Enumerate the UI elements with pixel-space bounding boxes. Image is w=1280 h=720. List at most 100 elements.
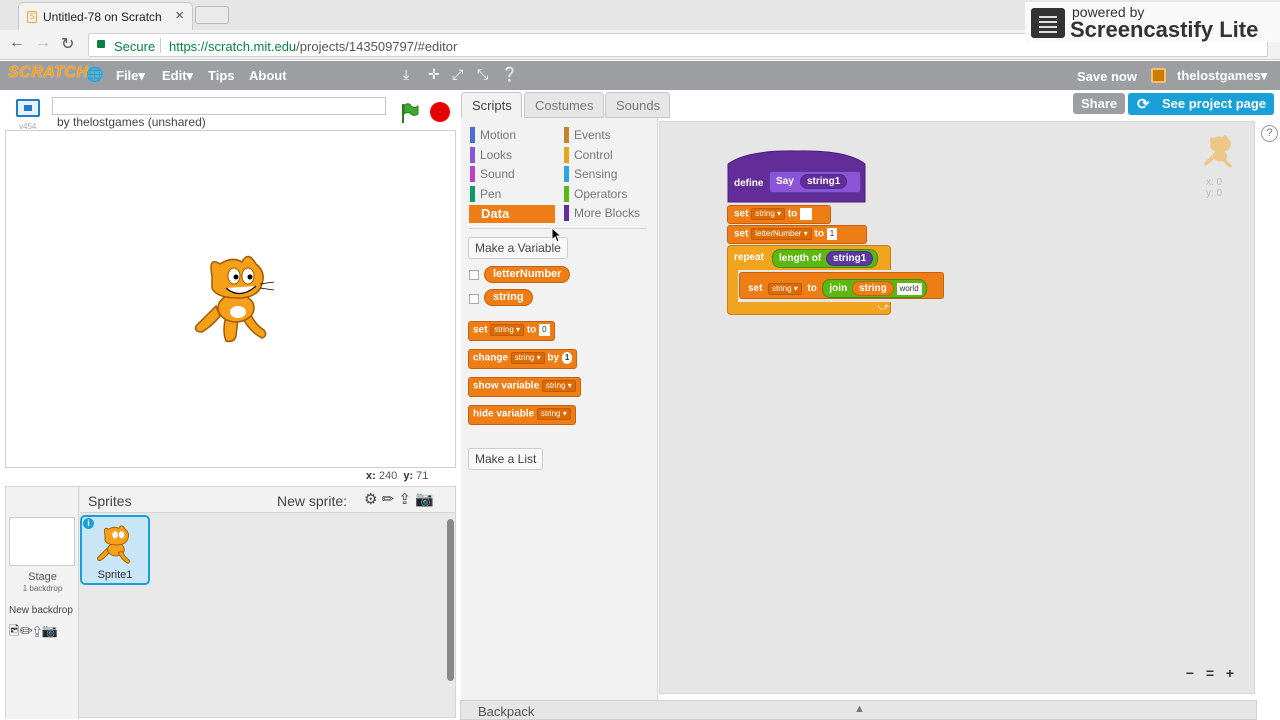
join-text-input[interactable]: world — [896, 282, 922, 295]
color-bar — [564, 147, 569, 163]
help-icon[interactable]: ❔ — [501, 66, 519, 82]
block-keyword: set — [473, 324, 488, 336]
variable-dropdown[interactable]: string — [490, 324, 525, 336]
browser-tab[interactable]: S Untitled-78 on Scratch × — [18, 2, 193, 30]
user-menu[interactable]: thelostgames▾ — [1177, 68, 1268, 83]
url-text[interactable]: https://scratch.mit.edu/projects/1435097… — [169, 39, 457, 54]
see-project-page-button[interactable]: ⟳See project page — [1128, 93, 1274, 115]
sprite-library-icon[interactable]: ⚙ — [364, 491, 378, 508]
variable-reporter-letternumber[interactable]: letterNumber — [484, 266, 571, 283]
fullscreen-icon[interactable] — [16, 99, 40, 117]
variable-dropdown[interactable]: string — [768, 282, 802, 295]
category-motion[interactable]: Motion — [470, 127, 556, 143]
scratch-logo[interactable]: SCRATCH — [8, 64, 89, 81]
zoom-out-icon[interactable]: − — [1185, 665, 1195, 681]
mouse-coordinates: x: 240 y: 71 — [366, 470, 428, 482]
category-sensing[interactable]: Sensing — [564, 166, 650, 182]
tab-sounds[interactable]: Sounds — [605, 92, 670, 118]
category-data[interactable]: Data — [469, 205, 555, 223]
variable-checkbox[interactable] — [469, 294, 479, 304]
value-input[interactable]: 0 — [539, 324, 550, 336]
delete-icon[interactable]: ✛ — [428, 66, 440, 82]
upload-icon[interactable]: ⇪ — [32, 623, 42, 638]
param-string1[interactable]: string1 — [800, 174, 848, 189]
camera-icon[interactable]: 📷 — [41, 623, 58, 638]
shrink-icon[interactable]: ⤡ — [477, 66, 489, 82]
back-arrow-icon[interactable]: ← — [9, 34, 25, 51]
tab-close-icon[interactable]: × — [175, 7, 184, 24]
set-variable-block[interactable]: set string to 0 — [468, 321, 555, 341]
zoom-in-icon[interactable]: + — [1225, 665, 1235, 681]
change-variable-block[interactable]: change string by 1 — [468, 349, 578, 369]
share-button[interactable]: Share — [1073, 93, 1126, 114]
sprite-pane: Stage 1 backdrop New backdrop 🖻✏⇪📷 Sprit… — [5, 486, 456, 719]
camera-icon[interactable]: 📷 — [415, 491, 434, 508]
paint-icon[interactable]: ✏ — [19, 623, 33, 638]
variable-dropdown[interactable]: string — [510, 352, 545, 364]
backpack-bar[interactable]: Backpack ▲ — [460, 700, 1257, 720]
backpack-label: Backpack — [478, 704, 535, 719]
make-list-button[interactable]: Make a List — [468, 448, 544, 470]
param-string1[interactable]: string1 — [826, 251, 874, 266]
variable-dropdown[interactable]: string — [751, 208, 786, 220]
green-flag-icon[interactable] — [399, 102, 419, 124]
sync-icon: ⟳ — [1137, 96, 1150, 113]
value-input[interactable] — [800, 208, 813, 220]
category-sound[interactable]: Sound — [470, 166, 556, 182]
tab-costumes[interactable]: Costumes — [524, 92, 604, 118]
new-backdrop-label: New backdrop — [9, 605, 73, 616]
category-more-blocks[interactable]: More Blocks — [564, 205, 650, 221]
about-menu[interactable]: About — [249, 68, 287, 83]
sprite-scrollbar[interactable] — [447, 519, 454, 681]
user-avatar-icon[interactable] — [1151, 68, 1166, 83]
scratch-cat-sprite[interactable] — [186, 246, 286, 346]
set-string-join-block[interactable]: set string to join string world — [739, 272, 944, 299]
category-pen[interactable]: Pen — [470, 186, 556, 202]
globe-icon[interactable]: 🌐 — [86, 66, 104, 82]
variable-checkbox[interactable] — [469, 270, 479, 280]
stop-sign-icon[interactable] — [430, 102, 450, 122]
duplicate-icon[interactable]: ⤓ — [403, 66, 410, 82]
stage-thumbnail[interactable] — [9, 517, 75, 566]
define-block[interactable]: define Say string1 — [727, 150, 866, 204]
category-looks[interactable]: Looks — [470, 147, 556, 163]
hide-variable-block[interactable]: hide variable string — [468, 405, 576, 425]
save-now-button[interactable]: Save now — [1077, 69, 1137, 84]
value-input[interactable]: 1 — [561, 352, 573, 364]
variable-dropdown[interactable]: letterNumber — [751, 228, 812, 240]
length-of-reporter[interactable]: length of string1 — [772, 249, 879, 268]
upload-icon[interactable]: ⇪ — [398, 491, 411, 508]
category-label: Events — [574, 128, 611, 142]
expand-arrow-icon[interactable]: ▲ — [854, 703, 865, 715]
new-tab-button[interactable] — [195, 6, 229, 24]
category-operators[interactable]: Operators — [564, 186, 650, 202]
category-events[interactable]: Events — [564, 127, 650, 143]
variable-dropdown[interactable]: string — [541, 380, 576, 392]
forward-arrow-icon[interactable]: → — [35, 34, 51, 51]
stage-canvas[interactable] — [5, 130, 456, 468]
zoom-reset-icon[interactable]: = — [1205, 665, 1215, 681]
file-menu[interactable]: File▾ — [116, 68, 145, 83]
category-control[interactable]: Control — [564, 147, 650, 163]
tips-menu[interactable]: Tips — [208, 68, 235, 83]
image-library-icon[interactable]: 🖻 — [9, 623, 20, 638]
variable-reporter-string[interactable]: string — [484, 289, 533, 306]
help-icon[interactable]: ? — [1261, 125, 1278, 142]
set-letternumber-block[interactable]: set letterNumber to 1 — [727, 225, 867, 244]
tab-scripts[interactable]: Scripts — [461, 92, 522, 118]
variable-dropdown[interactable]: string — [536, 408, 571, 420]
make-variable-button[interactable]: Make a Variable — [468, 237, 568, 259]
variable-reporter-string[interactable]: string — [851, 281, 894, 296]
reload-icon[interactable]: ↻ — [61, 36, 75, 53]
info-icon[interactable]: i — [83, 518, 94, 529]
show-variable-block[interactable]: show variable string — [468, 377, 581, 397]
grow-icon[interactable]: ⤢ — [452, 66, 464, 82]
sprite-thumbnail-sprite1[interactable]: i Sprite1 — [80, 515, 150, 585]
color-bar — [470, 186, 475, 202]
set-string-block[interactable]: set string to — [727, 205, 831, 224]
project-title-input[interactable] — [52, 97, 386, 115]
paint-icon[interactable]: ✏ — [381, 491, 395, 508]
edit-menu[interactable]: Edit▾ — [162, 68, 194, 83]
value-input[interactable]: 1 — [826, 228, 838, 240]
join-reporter[interactable]: join string world — [822, 279, 927, 298]
